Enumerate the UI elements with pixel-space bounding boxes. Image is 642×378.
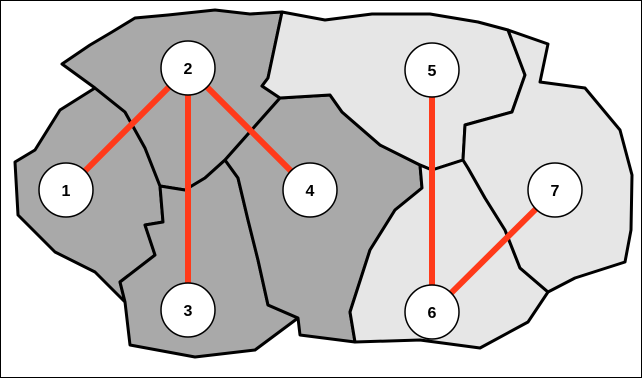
node-circle [404,42,460,98]
node-label: 3 [184,303,193,320]
node-circle [160,282,216,338]
edge-2-1 [63,65,191,193]
node-circle [282,162,338,218]
node-7: 7 [527,162,583,218]
node-3: 3 [160,282,216,338]
node-2: 2 [160,40,216,96]
node-6: 6 [404,284,460,340]
region-r7 [461,28,634,294]
node-label: 6 [428,305,437,322]
node-5: 5 [404,42,460,98]
edge-6-7 [429,187,558,315]
node-circle [38,162,94,218]
node-circle [527,162,583,218]
node-label: 1 [62,183,71,200]
nodes-layer: 1 2 3 4 5 6 7 [38,40,583,340]
edge-2-4 [185,65,313,193]
edges-layer [63,65,558,315]
node-label: 4 [306,183,315,200]
node-label: 5 [428,63,437,80]
node-4: 4 [282,162,338,218]
node-circle [404,284,460,340]
node-circle [160,40,216,96]
node-label: 7 [551,183,560,200]
node-label: 2 [184,61,193,78]
node-1: 1 [38,162,94,218]
